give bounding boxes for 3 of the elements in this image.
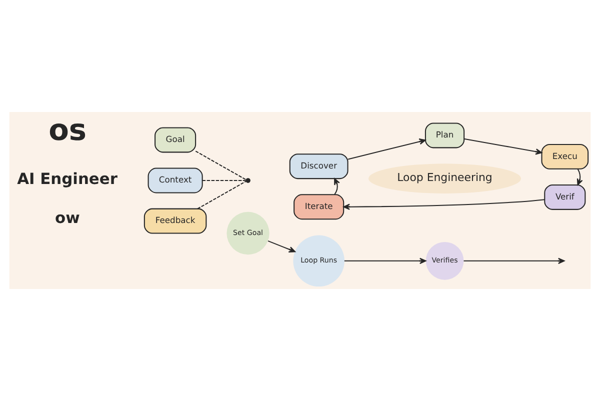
label: ow <box>55 208 80 227</box>
label: os <box>48 112 87 147</box>
label: AI Engineer <box>17 169 118 188</box>
